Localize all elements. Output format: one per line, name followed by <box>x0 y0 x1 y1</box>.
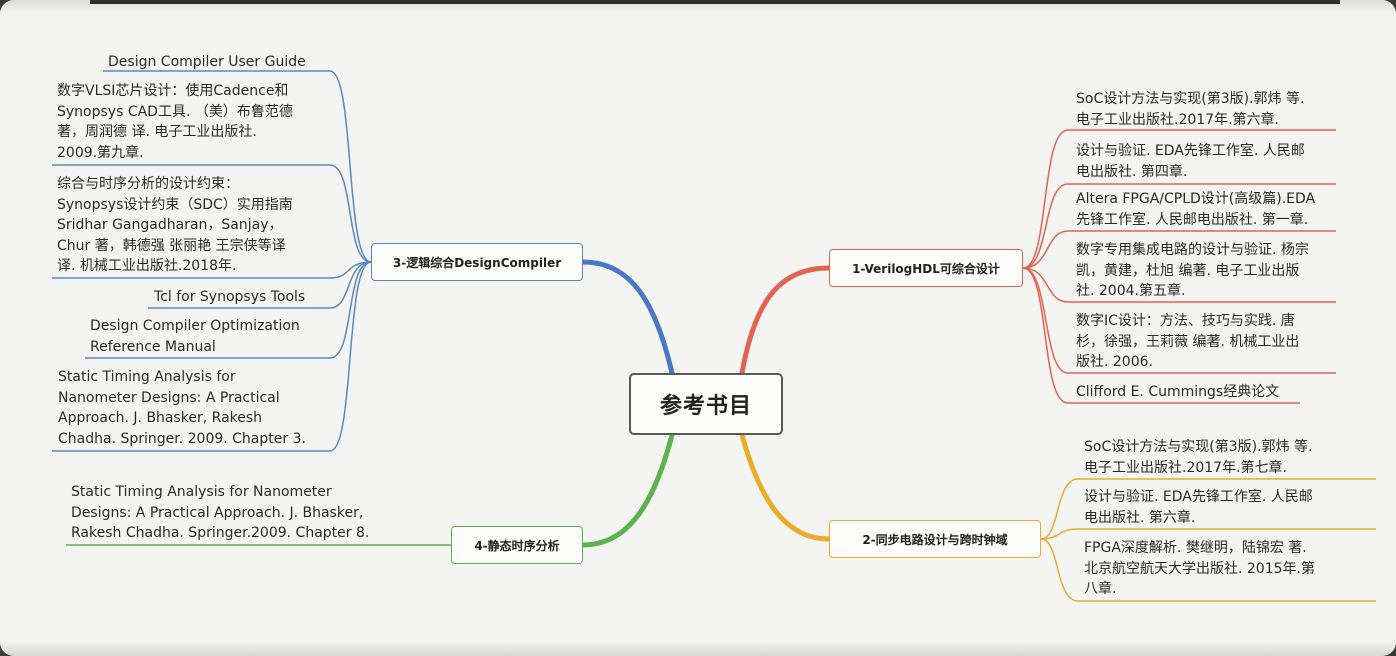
branch-label: 1-VerilogHDL可综合设计 <box>852 261 1000 276</box>
leaf-item[interactable]: 设计与验证. EDA先锋工作室. 人民邮 电出版社. 第六章. <box>1084 489 1313 526</box>
leaf-item[interactable]: FPGA深度解析. 樊继明，陆锦宏 著. 北京航空航天大学出版社. 2015年.… <box>1084 540 1315 597</box>
branch-node-sync-cdc[interactable]: 2-同步电路设计与跨时钟域 <box>829 520 1041 558</box>
branch-label: 2-同步电路设计与跨时钟域 <box>862 532 1008 547</box>
leaf-item[interactable]: 综合与时序分析的设计约束： Synopsys设计约束（SDC）实用指南 Srid… <box>57 176 293 274</box>
leaf-item[interactable]: Design Compiler Optimization Reference M… <box>90 318 300 355</box>
leaf-item[interactable]: Altera FPGA/CPLD设计(高级篇).EDA 先锋工作室. 人民邮电出… <box>1076 191 1316 228</box>
board-bottom-edge <box>0 640 1396 656</box>
branch-node-static-timing[interactable]: 4-静态时序分析 <box>451 526 583 564</box>
leaf-item[interactable]: SoC设计方法与实现(第3版).郭炜 等. 电子工业出版社.2017年.第七章. <box>1084 439 1313 476</box>
leaf-item[interactable]: Static Timing Analysis for Nanometer Des… <box>71 484 370 541</box>
window-top-strip <box>90 0 1340 4</box>
connector-center-b3 <box>580 259 675 376</box>
connector-center-b2 <box>739 432 832 542</box>
leaf-item[interactable]: Static Timing Analysis for Nanometer Des… <box>58 369 306 447</box>
root-label: 参考书目 <box>659 394 752 419</box>
leaf-item[interactable]: 数字IC设计：方法、技巧与实践. 唐 杉，徐强，王莉薇 编著. 机械工业出 版社… <box>1076 313 1300 370</box>
branch-node-design-compiler[interactable]: 3-逻辑综合DesignCompiler <box>371 243 583 281</box>
leaf-item[interactable]: 数字VLSI芯片设计：使用Cadence和 Synopsys CAD工具. （美… <box>57 83 293 161</box>
leaf-item[interactable]: SoC设计方法与实现(第3版).郭炜 等. 电子工业出版社.2017年.第六章. <box>1076 91 1305 128</box>
leaf-item[interactable]: Design Compiler User Guide <box>108 54 306 70</box>
mindmap-root-node[interactable]: 参考书目 <box>629 373 783 435</box>
leaf-item[interactable]: 数字专用集成电路的设计与验证. 杨宗 凯，黄建，杜旭 编著. 电子工业出版 社.… <box>1076 242 1309 299</box>
branch-node-verilog-synthesizable[interactable]: 1-VerilogHDL可综合设计 <box>829 249 1023 287</box>
connector-center-b4 <box>580 432 675 548</box>
branch-label: 4-静态时序分析 <box>474 538 560 553</box>
leaf-item[interactable]: Clifford E. Cummings经典论文 <box>1076 384 1280 400</box>
leaf-item[interactable]: 设计与验证. EDA先锋工作室. 人民邮 电出版社. 第四章. <box>1076 143 1305 180</box>
branch-label: 3-逻辑综合DesignCompiler <box>392 255 562 270</box>
connector-center-b1 <box>739 265 832 376</box>
leaf-item[interactable]: Tcl for Synopsys Tools <box>154 289 306 305</box>
